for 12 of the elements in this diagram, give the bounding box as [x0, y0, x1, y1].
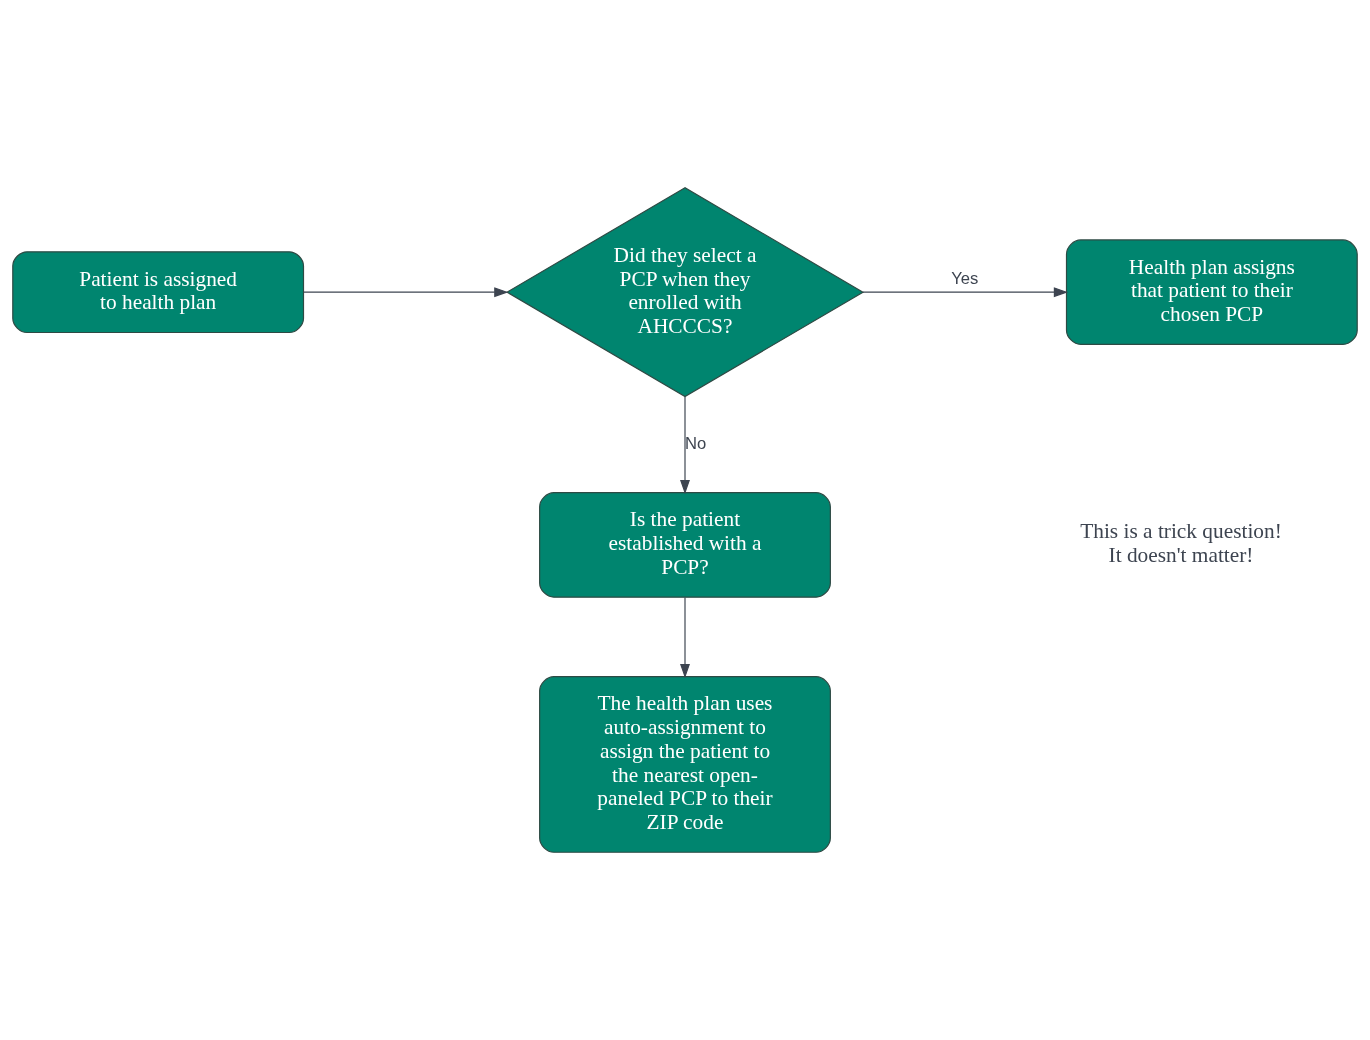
node-box: Is the patient established with a PCP? [539, 492, 831, 598]
arrow [680, 596, 690, 679]
node-box: Patient is assigned to health plan [12, 251, 305, 334]
arrow [862, 287, 1069, 298]
label: This is a trick question! It doesn't matter! [1080, 519, 1282, 568]
node-diamond: Did they select a PCP when they enrolled with AHCCCS? [505, 187, 865, 398]
edge-label: No [685, 434, 707, 454]
arrow [680, 396, 690, 495]
node-box: The health plan uses auto-assignment to assign the patient to the nearest open-paneled PCP to their ZIP code [539, 676, 831, 853]
node-box: Health plan assigns that patient to their chosen PCP [1065, 239, 1358, 345]
arrow [303, 287, 509, 298]
edge-label: Yes [951, 269, 979, 289]
